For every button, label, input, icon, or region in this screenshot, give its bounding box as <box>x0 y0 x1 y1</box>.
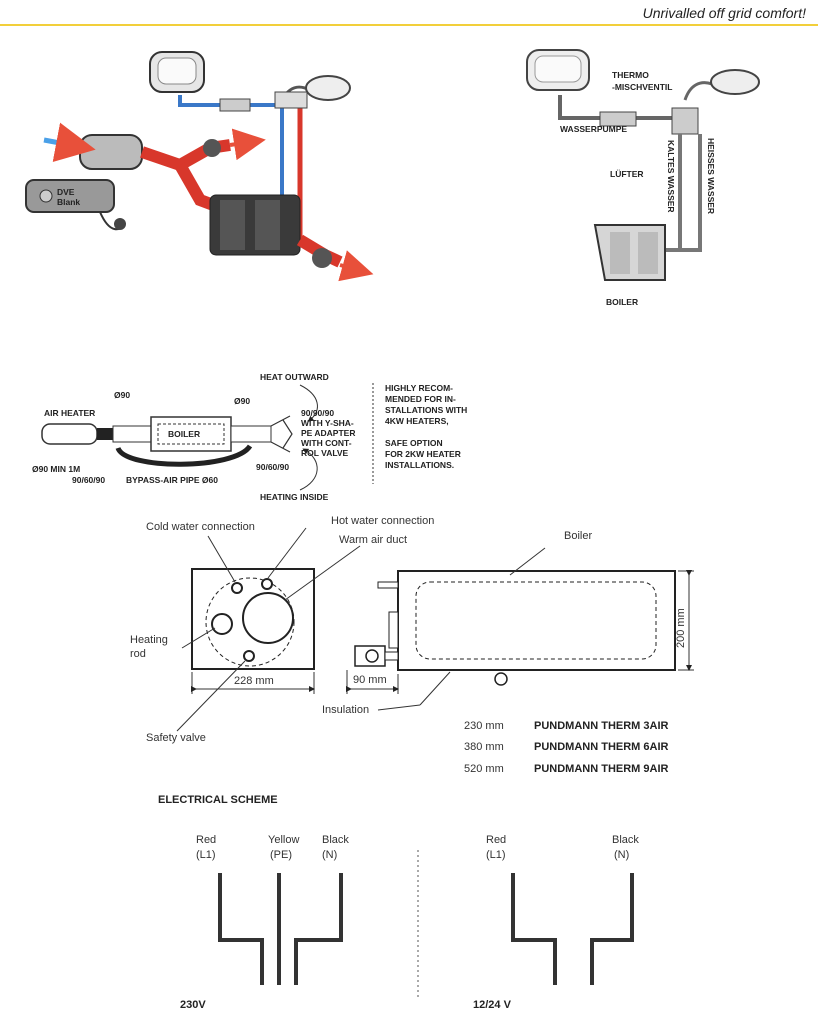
electrical-scheme: ELECTRICAL SCHEME Red (L1) Yellow (PE) B… <box>158 794 639 1011</box>
label-height: 200 mm <box>675 608 687 648</box>
svg-text:Red: Red <box>486 834 506 846</box>
boiler-unit-illustration-icon <box>209 194 301 256</box>
voltage-12-24v: 12/24 V <box>473 999 512 1011</box>
svg-text:Blank: Blank <box>57 197 80 207</box>
svg-text:Ø90: Ø90 <box>234 396 250 406</box>
svg-text:90/60/90: 90/60/90 <box>72 475 105 485</box>
svg-text:4KW HEATERS,: 4KW HEATERS, <box>385 416 449 426</box>
label-width-front: 228 mm <box>234 675 274 687</box>
wire-red-12v <box>511 873 557 985</box>
label-hot-water: Hot water connection <box>331 515 434 527</box>
svg-text:Red: Red <box>196 834 216 846</box>
header-accent-line <box>0 24 818 26</box>
svg-text:90/60/90: 90/60/90 <box>256 462 289 472</box>
svg-text:(L1): (L1) <box>486 849 506 861</box>
svg-text:(L1): (L1) <box>196 849 216 861</box>
label-safety-valve: Safety valve <box>146 732 206 744</box>
svg-text:BOILER: BOILER <box>168 429 200 439</box>
label-lufter: LÜFTER <box>610 169 644 179</box>
label-heisses-wasser: HEISSES WASSER <box>706 138 716 214</box>
label-warm-air: Warm air duct <box>339 534 407 546</box>
voltage-230v: 230V <box>180 999 206 1011</box>
shower-head-right-icon <box>683 69 760 101</box>
svg-text:rod: rod <box>130 648 146 660</box>
model-2-name: PUNDMANN THERM 6AIR <box>534 741 669 753</box>
label-thermo: THERMO <box>612 70 649 80</box>
svg-text:90/90/90: 90/90/90 <box>301 408 334 418</box>
label-wasserpumpe: WASSERPUMPE <box>560 124 627 134</box>
model-2-length: 380 mm <box>464 741 504 753</box>
air-heater-shape <box>41 423 98 445</box>
svg-text:FOR 2KW HEATER: FOR 2KW HEATER <box>385 449 461 459</box>
label-cold-water: Cold water connection <box>146 521 255 533</box>
svg-text:(PE): (PE) <box>270 849 292 861</box>
svg-text:WITH CONT-: WITH CONT- <box>301 438 352 448</box>
svg-text:MENDED FOR IN-: MENDED FOR IN- <box>385 394 456 404</box>
svg-text:Ø90: Ø90 <box>114 390 130 400</box>
label-insulation: Insulation <box>322 704 369 716</box>
air-heater-unit-icon <box>79 134 143 170</box>
water-heater-icon <box>149 51 205 93</box>
wire-black-230v <box>294 873 343 985</box>
boiler-right-icon <box>593 224 666 281</box>
svg-text:HIGHLY RECOM-: HIGHLY RECOM- <box>385 383 453 393</box>
svg-text:Black: Black <box>322 834 349 846</box>
label-air-heater: AIR HEATER <box>44 408 95 418</box>
model-1-name: PUNDMANN THERM 3AIR <box>534 720 669 732</box>
svg-text:DVE: DVE <box>57 187 75 197</box>
svg-text:Heating: Heating <box>130 634 168 646</box>
svg-text:SAFE OPTION: SAFE OPTION <box>385 438 443 448</box>
label-mischventil: -MISCHVENTIL <box>612 82 672 92</box>
label-offset: 90 mm <box>353 674 387 686</box>
svg-text:PE ADAPTER: PE ADAPTER <box>301 428 355 438</box>
svg-text:WITH Y-SHA-: WITH Y-SHA- <box>301 418 354 428</box>
header-tagline: Unrivalled off grid comfort! <box>642 5 806 21</box>
wire-black-12v <box>590 873 634 985</box>
boiler-side-view <box>397 570 676 671</box>
label-heat-outward: HEAT OUTWARD <box>260 372 329 382</box>
electrical-title: ELECTRICAL SCHEME <box>158 794 278 806</box>
label-heating-inside: HEATING INSIDE <box>260 492 329 502</box>
control-panel-icon: DVE Blank <box>25 179 115 213</box>
model-3-name: PUNDMANN THERM 9AIR <box>534 763 669 775</box>
svg-text:STALLATIONS WITH: STALLATIONS WITH <box>385 405 467 415</box>
label-boiler: Boiler <box>564 530 592 542</box>
svg-text:INSTALLATIONS.: INSTALLATIONS. <box>385 460 454 470</box>
svg-text:(N): (N) <box>322 849 337 861</box>
svg-text:ROL VALVE: ROL VALVE <box>301 448 349 458</box>
thermo-tank-icon <box>526 49 590 91</box>
air-duct-diagram: HEAT OUTWARD AIR HEATER Ø90 Ø90 BOILER 9… <box>32 372 467 502</box>
model-3-length: 520 mm <box>464 763 504 775</box>
label-kaltes-wasser: KALTES WASSER <box>666 140 676 213</box>
model-1-length: 230 mm <box>464 720 504 732</box>
dimension-drawing: Cold water connection Hot water connecti… <box>130 515 694 775</box>
svg-text:Ø90 MIN 1M: Ø90 MIN 1M <box>32 464 80 474</box>
heating-system-illustration: DVE Blank <box>25 51 374 282</box>
svg-text:Yellow: Yellow <box>268 834 299 846</box>
svg-text:BYPASS-AIR PIPE Ø60: BYPASS-AIR PIPE Ø60 <box>126 475 218 485</box>
water-circuit-illustration: THERMO -MISCHVENTIL WASSERPUMPE LÜFTER K… <box>526 49 760 307</box>
label-boiler-right: BOILER <box>606 297 638 307</box>
svg-text:Black: Black <box>612 834 639 846</box>
wire-red-230v <box>218 873 264 985</box>
svg-text:(N): (N) <box>614 849 629 861</box>
